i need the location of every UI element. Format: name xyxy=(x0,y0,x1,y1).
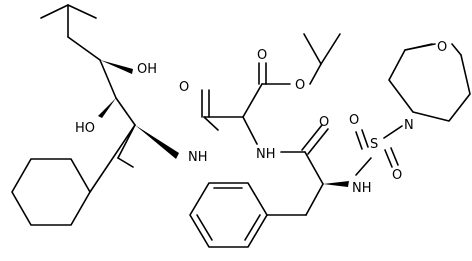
bond-s-o-bottom-b xyxy=(390,147,399,166)
phenyl-double-2 xyxy=(196,214,213,241)
bond-c2-c3 xyxy=(115,97,136,126)
bond-c1-c2 xyxy=(99,59,117,99)
bonds xyxy=(11,4,471,248)
bond-isopropyl-left xyxy=(40,4,69,19)
atom-ho-left: HO xyxy=(75,121,95,136)
atom-nh-amide1: NH xyxy=(188,150,208,165)
morpholine-ring xyxy=(388,43,471,122)
atom-o-amide2: O xyxy=(319,115,329,130)
bond-isopropyl-right xyxy=(67,4,97,19)
wedge-oh-top xyxy=(100,60,133,74)
stereo-wedges xyxy=(98,60,349,187)
atom-nh-sulfonamide: NH xyxy=(352,181,372,196)
atom-n-morpholine: N xyxy=(404,118,414,133)
bond-c4-nh xyxy=(117,157,134,168)
bond-nh3-s xyxy=(355,157,372,176)
atom-o-ester-carbonyl: O xyxy=(257,48,267,63)
bond-calpha-cbeta xyxy=(305,183,324,216)
phenyl-ring xyxy=(189,182,268,248)
atom-oh-top: OH xyxy=(137,62,157,77)
bond-ch-nh2 xyxy=(242,116,258,145)
atom-labels: OH HO NH O O O NH O NH S O O N O xyxy=(75,40,447,196)
bond-nh-amide-c xyxy=(203,116,219,131)
wedge-nh-sulfonamide xyxy=(323,181,349,187)
atom-o-sulfonyl-top: O xyxy=(349,113,359,128)
bond-amide2-co-b xyxy=(307,128,329,155)
bond-s-o-top-a xyxy=(355,131,363,150)
cyclohexane-ring xyxy=(11,158,91,226)
atom-o-ester: O xyxy=(295,78,305,93)
bond-o-ipr xyxy=(309,63,322,85)
bond-ipr-me2 xyxy=(320,33,341,65)
morpholine-o-right xyxy=(451,43,462,56)
atom-o-morpholine: O xyxy=(437,40,447,55)
bond-s-o-top-b xyxy=(361,129,369,148)
bond-ch2-cyclohexyl xyxy=(89,124,136,193)
bond-amide2-c-calpha xyxy=(304,151,324,185)
bond-ch-ester-c xyxy=(242,83,263,118)
bond-s-n xyxy=(383,125,403,139)
wedge-nh-amide1 xyxy=(135,125,179,159)
bond-ch2-choh xyxy=(67,36,101,61)
morpholine-o-left xyxy=(404,43,433,51)
wedge-ho-left xyxy=(98,98,116,118)
bond-amide2-co-a xyxy=(301,124,323,151)
atom-s-sulfonyl: S xyxy=(370,137,378,152)
bond-s-o-bottom-a xyxy=(384,149,393,168)
atom-o-sulfonyl-bottom: O xyxy=(392,168,402,183)
phenyl-double-3 xyxy=(244,214,261,241)
atom-o-amide1: O xyxy=(179,80,189,95)
bond-ipr-me1 xyxy=(303,33,322,65)
atom-nh-amide2: NH xyxy=(256,147,276,162)
